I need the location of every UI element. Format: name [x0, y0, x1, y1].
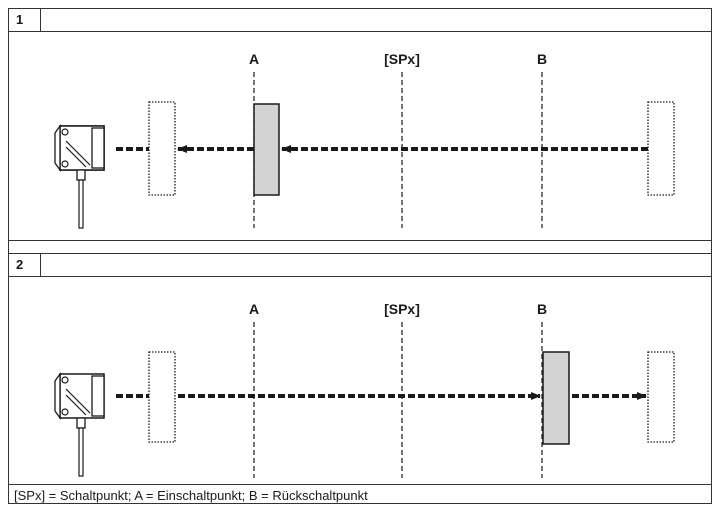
panel-2-number: 2 — [8, 254, 41, 276]
panel-1-ghost-object-far — [647, 101, 675, 196]
panel-2-header-top — [8, 253, 712, 254]
panel-1-ghost-object-near — [148, 101, 176, 196]
legend-caption: [SPx] = Schaltpunkt; A = Einschaltpunkt;… — [14, 488, 368, 503]
panel-2-header-divider — [8, 276, 712, 277]
panel-1-label-spx: [SPx] — [384, 51, 420, 67]
panel-2-ghost-object-near — [148, 351, 176, 443]
panel-2-ghost-object-far — [647, 351, 675, 443]
panel-1-label-b: B — [537, 51, 547, 67]
panel-separator-top — [8, 240, 712, 241]
panel-2-label-a: A — [249, 301, 259, 317]
panel-2-label-b: B — [537, 301, 547, 317]
panel-2-object — [542, 351, 570, 445]
panel-1-object — [253, 103, 280, 196]
panel-2-sensor-icon — [54, 371, 105, 477]
panel-1-sensor-icon — [54, 123, 105, 229]
panel-1-number: 1 — [8, 9, 41, 31]
panel-2-diagram: A [SPx] B — [54, 301, 675, 478]
panel-1-header-divider — [8, 31, 712, 32]
panel-1-label-a: A — [249, 51, 259, 67]
panel-2-label-spx: [SPx] — [384, 301, 420, 317]
caption-divider — [8, 484, 712, 485]
panel-1-diagram: A [SPx] B — [54, 51, 675, 229]
figure-frame — [8, 8, 712, 504]
